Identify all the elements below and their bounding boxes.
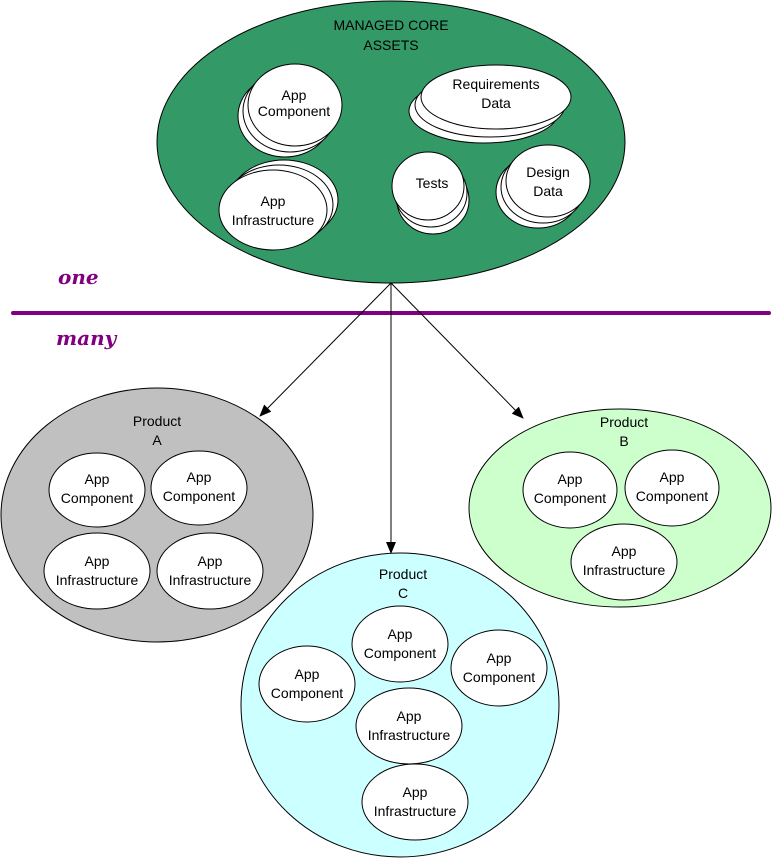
core-asset-app-component[interactable]: App Component [237,63,343,158]
core-asset-tests[interactable]: Tests [391,151,470,235]
item-label-line1: App [295,666,320,682]
item-label-line1: App [403,784,428,800]
core-asset-app-infrastructure[interactable]: App Infrastructure [218,159,339,251]
product-title-line1: Product [133,413,181,429]
product-item[interactable]: App Infrastructure [361,763,469,841]
item-label-line2: Component [364,645,436,661]
item-label-line1: App [85,471,110,487]
arrow-to-product-a [259,282,392,417]
product-item[interactable]: App Component [624,449,720,527]
item-label-line1: App [558,471,583,487]
item-label-line2: Component [163,488,235,504]
product-item[interactable]: App Component [258,645,356,723]
product-item[interactable]: App Component [48,452,146,528]
item-label-line2: Infrastructure [56,572,139,588]
core-title-line2: ASSETS [363,37,418,53]
divider-label-many: many [56,326,118,350]
core-title-line1: MANAGED CORE [333,17,448,33]
item-label-line1: App [612,543,637,559]
item-label-line1: App [85,553,110,569]
item-label-line1: App [487,650,512,666]
product-item[interactable]: App Infrastructure [570,523,678,601]
core-assets-group: MANAGED CORE ASSETS App Component Requir… [156,0,626,284]
item-label-line1: App [388,626,413,642]
item-label-line1: App [198,553,223,569]
asset-label-line1: Tests [416,175,449,191]
product-item[interactable]: App Component [522,451,618,529]
product-title-line1: Product [600,414,648,430]
asset-label-line1: Requirements [452,76,539,92]
connection-arrows [259,282,524,554]
item-label-line2: Infrastructure [374,803,457,819]
arrow-to-product-b [390,282,524,419]
item-label-line1: App [187,469,212,485]
item-label-line1: App [660,469,685,485]
product-b-group: Product B App Component App Component Ap… [468,408,772,608]
product-title-line2: A [152,432,162,448]
asset-label-line2: Data [533,183,563,199]
asset-label-line2: Component [258,103,330,119]
product-item[interactable]: App Component [450,629,548,707]
item-label-line2: Component [534,490,606,506]
product-title-line1: Product [379,566,427,582]
product-item[interactable]: App Infrastructure [355,687,463,765]
product-a-group: Product A App Component App Component Ap… [0,387,314,643]
item-label-line2: Component [636,488,708,504]
product-item[interactable]: App Component [150,450,248,526]
item-label-line2: Infrastructure [368,727,451,743]
core-asset-requirements-data[interactable]: Requirements Data [408,64,572,144]
product-c-group: Product C App Component App Component Ap… [240,552,560,858]
item-label-line2: Infrastructure [583,562,666,578]
asset-label-line1: App [261,193,286,209]
product-item[interactable]: App Component [351,605,449,683]
asset-label-line2: Data [481,95,511,111]
asset-label-line1: Design [526,164,570,180]
product-title-line2: B [619,433,628,449]
core-asset-design-data[interactable]: Design Data [495,144,591,229]
divider-label-one: one [58,265,99,289]
item-label-line2: Component [61,490,133,506]
item-label-line2: Component [463,669,535,685]
product-item[interactable]: App Infrastructure [156,532,264,610]
item-label-line2: Infrastructure [169,572,252,588]
asset-label-line2: Infrastructure [232,212,315,228]
product-item[interactable]: App Infrastructure [43,532,151,610]
item-label-line2: Component [271,685,343,701]
item-label-line1: App [397,708,422,724]
asset-label-line1: App [282,87,307,103]
product-title-line2: C [398,585,408,601]
